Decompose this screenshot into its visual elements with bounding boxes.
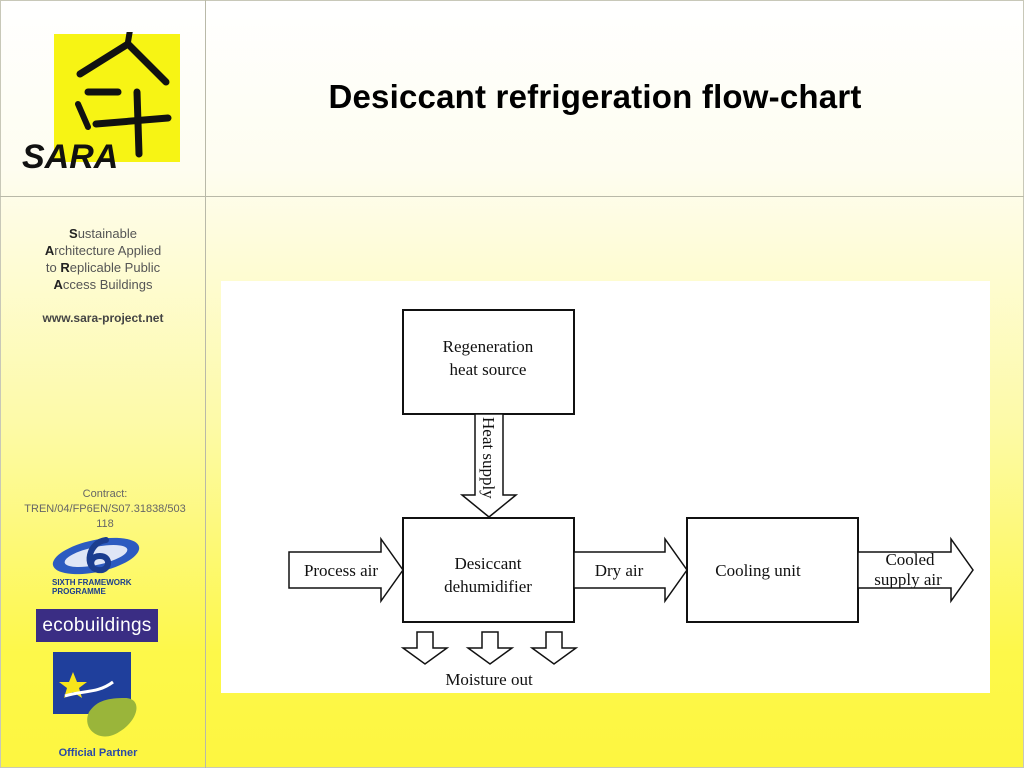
regeneration-label-1: Regeneration xyxy=(443,337,534,356)
heat-supply-label: Heat supply xyxy=(479,417,498,499)
regeneration-label-2: heat source xyxy=(450,360,527,379)
header-divider xyxy=(0,196,1024,197)
acronym-line-2: Architecture Applied xyxy=(44,243,162,258)
sidebar-divider xyxy=(205,0,206,768)
desiccant-label-2: dehumidifier xyxy=(444,577,532,596)
fp6-text: SIXTH FRAMEWORK PROGRAMME xyxy=(52,578,132,596)
logo-yellow-square xyxy=(54,34,180,162)
dry-air-arrow xyxy=(573,536,688,604)
moisture-out-label: Moisture out xyxy=(445,670,533,689)
dry-air-label: Dry air xyxy=(595,561,644,580)
contract-number: TREN/04/FP6EN/S07.31838/503118 xyxy=(24,503,186,530)
official-partner-emblem-icon xyxy=(53,652,137,737)
contract-info: Contract: TREN/04/FP6EN/S07.31838/503118 xyxy=(22,487,188,532)
flow-chart-svg: Regeneration heat source Heat supply Des… xyxy=(288,309,974,689)
regeneration-box xyxy=(402,309,575,415)
moisture-arrow-3 xyxy=(529,631,579,665)
sara-logo: SARA xyxy=(18,32,183,172)
sustainable-energy-europe-logo xyxy=(53,652,143,742)
desiccant-label-1: Desiccant xyxy=(454,554,521,573)
project-website-link[interactable]: www.sara-project.net xyxy=(42,311,164,325)
project-acronym: Sustainable Architecture Applied to Repl… xyxy=(18,225,188,293)
acronym-line-4: Access Buildings xyxy=(53,277,153,292)
process-air-label: Process air xyxy=(304,561,378,580)
cooling-unit-box xyxy=(686,517,859,623)
flow-chart-diagram: Regeneration heat source Heat supply Des… xyxy=(221,281,990,693)
logo-text: SARA xyxy=(22,138,118,172)
heat-supply-arrow xyxy=(459,413,519,518)
ecobuildings-logo: ecobuildings xyxy=(36,609,158,642)
contract-label: Contract: xyxy=(82,488,128,500)
sixth-framework-logo: SIXTH FRAMEWORK PROGRAMME xyxy=(48,532,148,600)
cooled-supply-label-1: Cooled xyxy=(885,550,935,569)
sara-house-icon: SARA xyxy=(22,32,172,172)
official-partner-label: Official Partner xyxy=(58,747,138,759)
cooled-supply-arrow xyxy=(857,536,974,604)
acronym-line-3: to Replicable Public xyxy=(45,260,161,275)
desiccant-box xyxy=(402,517,575,623)
cooling-unit-label: Cooling unit xyxy=(715,561,801,580)
process-air-arrow xyxy=(288,536,404,604)
cooled-supply-label-2: supply air xyxy=(874,570,942,589)
acronym-line-1: Sustainable xyxy=(69,226,137,241)
slide-title: Desiccant refrigeration flow-chart xyxy=(328,78,862,115)
moisture-arrow-1 xyxy=(400,631,450,665)
fp6-emblem-icon xyxy=(52,537,140,575)
moisture-arrow-2 xyxy=(465,631,515,665)
